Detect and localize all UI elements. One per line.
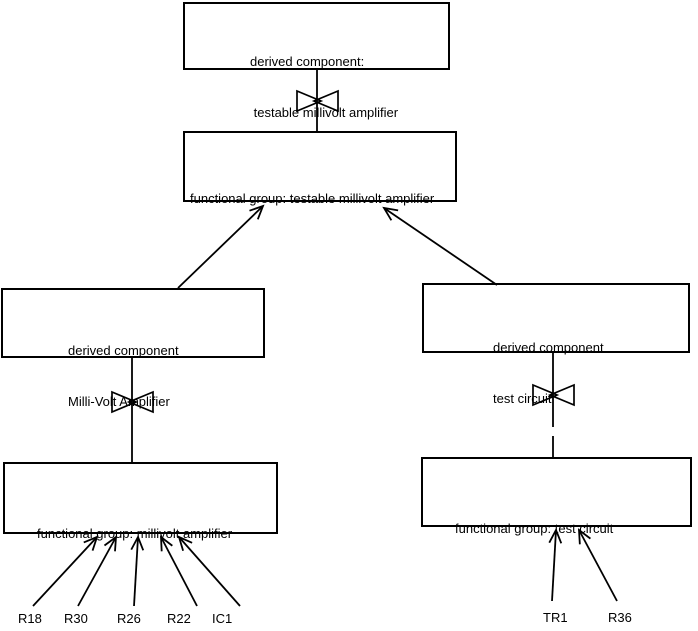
- box-derived-test-circuit: derived component test circuit: [422, 283, 690, 406]
- component-label-r18: R18: [18, 611, 42, 626]
- box-label-line: derived component:: [250, 54, 365, 69]
- component-label-r30: R30: [64, 611, 88, 626]
- component-label-r22: R22: [167, 611, 191, 626]
- box-label-line: derived component: [68, 343, 179, 358]
- box-derived-milli-volt-amplifier: derived component Milli-Volt Amplifier: [1, 288, 265, 409]
- box-label-line: functional group: millivolt amplifier: [37, 526, 233, 541]
- box-label-line: derived component: [493, 340, 604, 355]
- box-functional-group-testable-millivolt-amplifier: functional group: testable millivolt amp…: [183, 131, 457, 206]
- box-functional-group-test-circuit: functional group: test circuit: [421, 457, 692, 536]
- box-label-line: testable millivolt amplifier: [250, 105, 399, 120]
- box-label-line: functional group: test circuit: [455, 521, 614, 536]
- box-derived-testable-millivolt-amplifier: derived component: testable millivolt am…: [183, 2, 450, 120]
- component-label-tr1: TR1: [543, 610, 568, 625]
- box-label-line: Milli-Volt Amplifier: [68, 394, 170, 409]
- component-label-r26: R26: [117, 611, 141, 626]
- box-label-line: test circuit: [493, 391, 552, 406]
- component-label-r36: R36: [608, 610, 632, 625]
- component-label-ic1: IC1: [212, 611, 233, 626]
- box-functional-group-millivolt-amplifier: functional group: millivolt amplifier: [3, 462, 278, 541]
- box-label-line: functional group: testable millivolt amp…: [190, 191, 435, 206]
